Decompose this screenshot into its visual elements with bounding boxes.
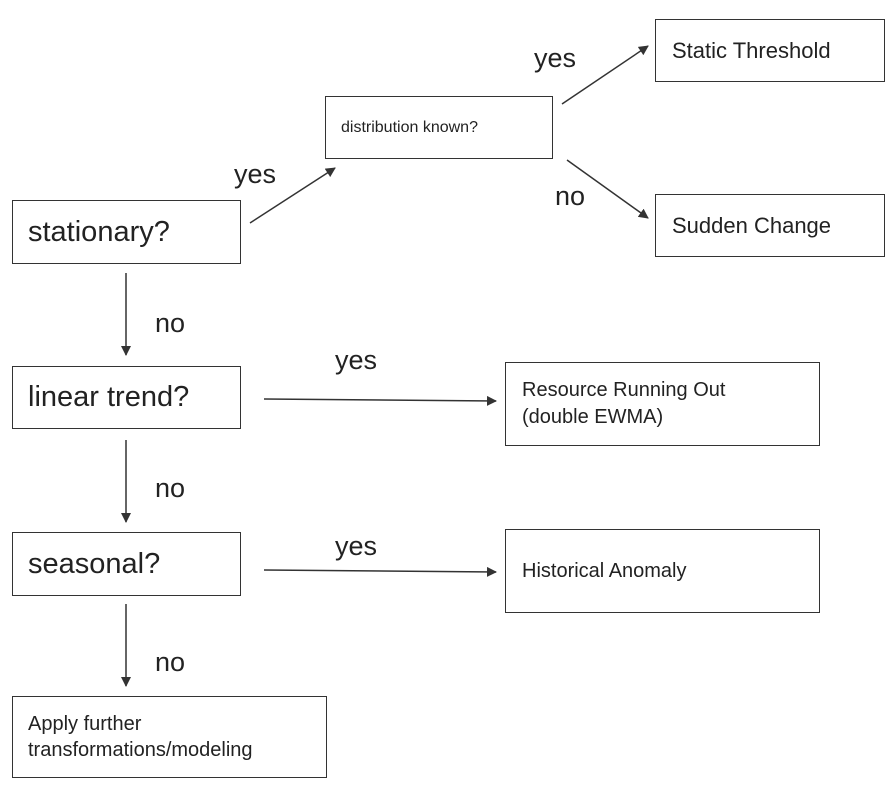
arrow-distribution-to-sudden-change xyxy=(566,159,649,219)
node-historical-anomaly: Historical Anomaly xyxy=(505,529,820,613)
arrow-distribution-to-static-threshold xyxy=(561,45,649,105)
node-stationary-label: stationary? xyxy=(28,215,170,248)
edge-label-linear-no: no xyxy=(155,473,186,503)
node-further-transformations: Apply further transformations/modeling xyxy=(12,696,327,778)
edge-label-stationary-no: no xyxy=(155,308,186,338)
arrow-stationary-to-distribution xyxy=(249,167,336,224)
node-further-transformations-label: Apply further transformations/modeling xyxy=(28,713,253,761)
node-static-threshold-label: Static Threshold xyxy=(672,37,831,63)
edge-label-seasonal-yes: yes xyxy=(335,531,378,561)
node-linear-trend: linear trend? xyxy=(12,366,241,429)
node-stationary: stationary? xyxy=(12,200,241,264)
node-distribution-known-label: distribution known? xyxy=(341,118,478,136)
node-linear-trend-label: linear trend? xyxy=(28,381,190,413)
node-distribution-known: distribution known? xyxy=(325,96,553,159)
node-seasonal: seasonal? xyxy=(12,532,241,596)
arrow-linear-trend-to-resource xyxy=(263,395,497,406)
arrow-seasonal-to-historical xyxy=(263,566,497,577)
node-resource-running-out-label: Resource Running Out (double EWMA) xyxy=(522,379,726,428)
edge-label-seasonal-no: no xyxy=(155,647,186,677)
edge-label-linear-yes: yes xyxy=(335,345,378,375)
edge-label-distribution-yes: yes xyxy=(534,43,577,73)
node-sudden-change: Sudden Change xyxy=(655,194,885,257)
node-sudden-change-label: Sudden Change xyxy=(672,212,832,238)
node-resource-running-out: Resource Running Out (double EWMA) xyxy=(505,362,820,446)
node-historical-anomaly-label: Historical Anomaly xyxy=(522,559,687,582)
node-static-threshold: Static Threshold xyxy=(655,19,885,82)
node-seasonal-label: seasonal? xyxy=(28,547,161,580)
edge-label-distribution-no: no xyxy=(555,181,586,211)
edge-label-stationary-yes: yes xyxy=(234,159,277,189)
